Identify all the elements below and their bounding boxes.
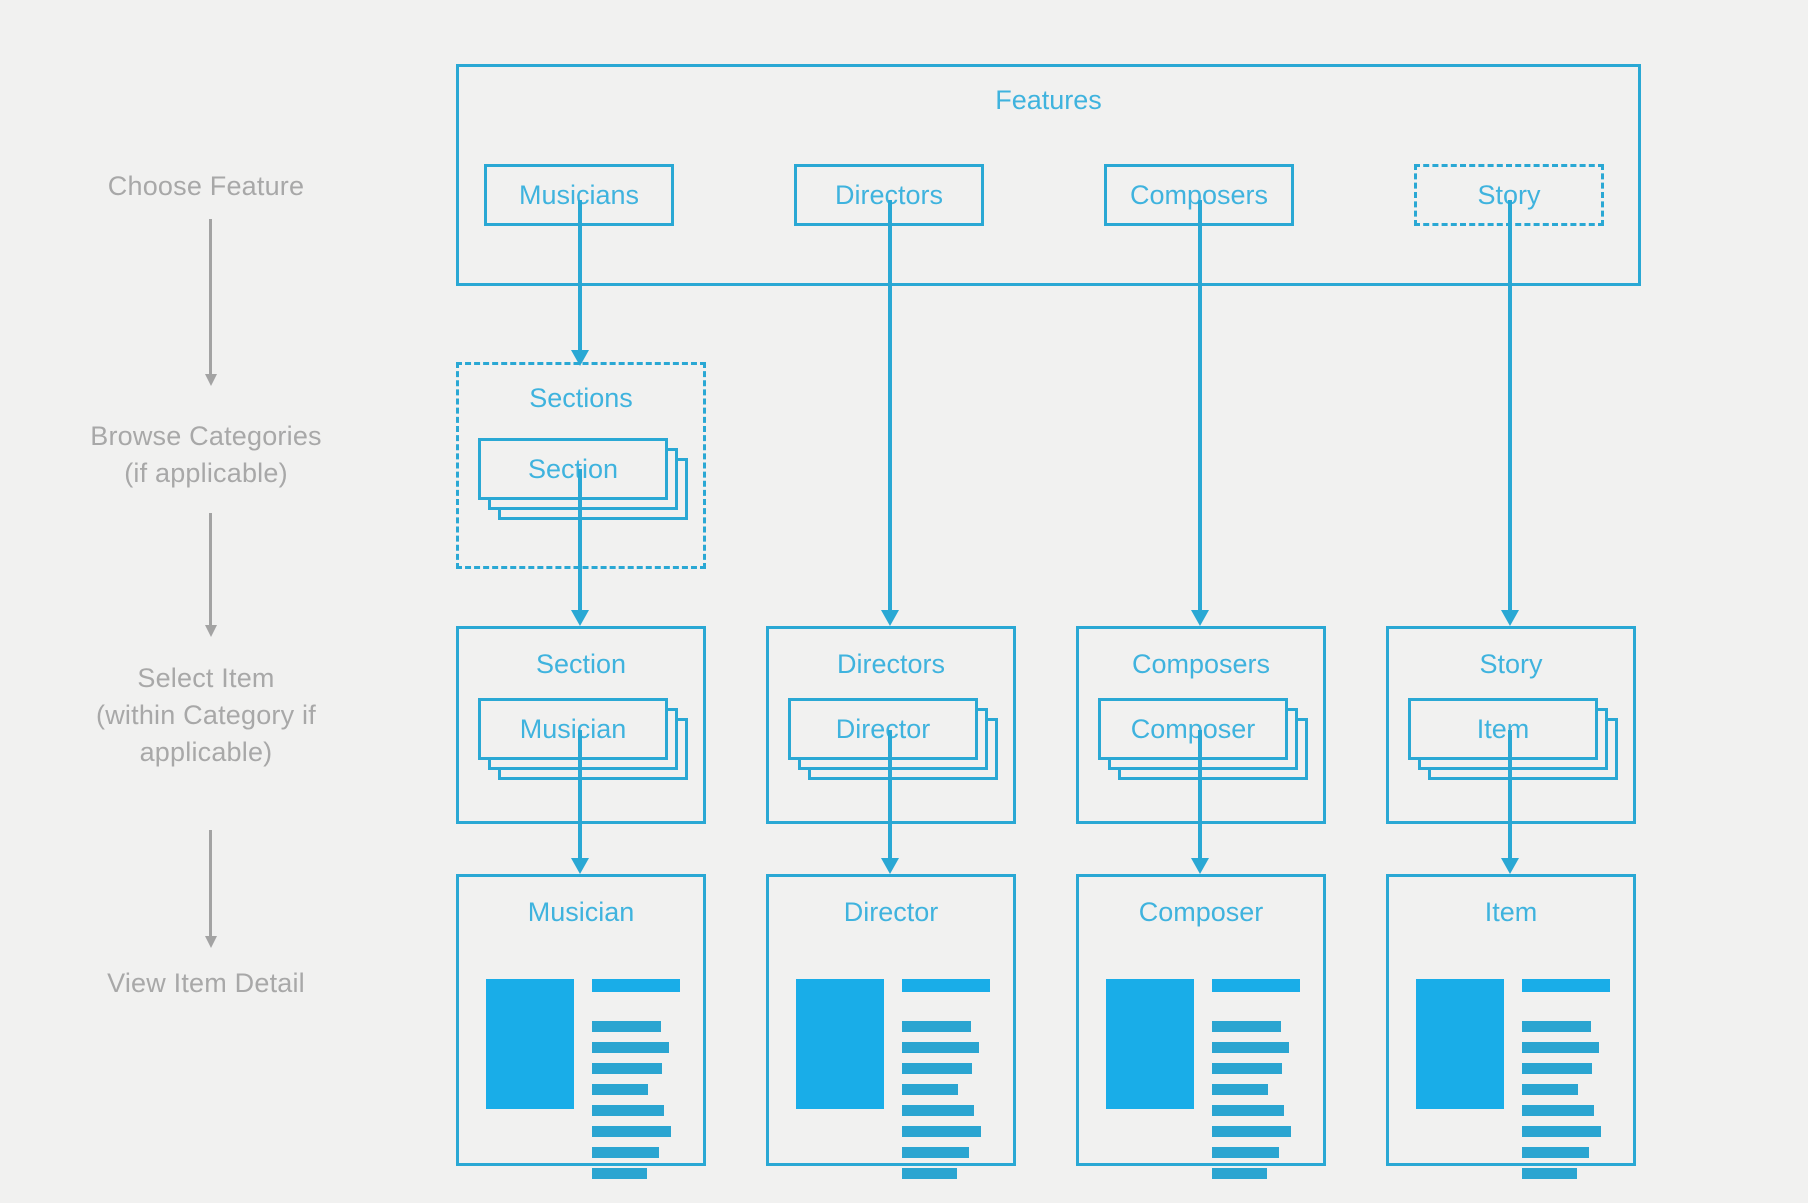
- detail-line: [902, 1147, 969, 1158]
- features-group-title: Features: [995, 85, 1102, 115]
- stack-card-label: Item: [1476, 713, 1530, 744]
- detail-card-composer[interactable]: Composer: [1076, 874, 1326, 1179]
- detail-line: [1212, 1105, 1285, 1116]
- connector-item-to-detail-4: [1508, 730, 1512, 858]
- detail-line: [1522, 1063, 1593, 1074]
- detail-thumbnail: [796, 979, 884, 1109]
- sections-group-title: Sections: [529, 383, 633, 413]
- stack-sheet-front[interactable]: Composer: [1098, 698, 1288, 760]
- stack-sheet-front[interactable]: Musician: [478, 698, 668, 760]
- item-group-title: Story: [1479, 649, 1543, 679]
- connector-musicians-to-sections: [578, 200, 582, 350]
- detail-line: [902, 1168, 957, 1179]
- detail-line: [902, 1105, 975, 1116]
- connector-arrowhead: [881, 610, 899, 626]
- detail-line: [1522, 1126, 1602, 1137]
- item-card-stack-composer[interactable]: Composer: [1098, 698, 1308, 798]
- item-card-stack-director[interactable]: Director: [788, 698, 998, 798]
- detail-line: [1522, 1105, 1595, 1116]
- item-group-title: Directors: [836, 649, 945, 679]
- detail-line: [592, 1126, 672, 1137]
- connector-sections-to-items: [578, 469, 582, 610]
- detail-line: [592, 1042, 670, 1053]
- stack-sheet-front[interactable]: Item: [1408, 698, 1598, 760]
- detail-line-title: [592, 979, 680, 992]
- connector-arrowhead: [571, 610, 589, 626]
- detail-thumbnail: [1416, 979, 1504, 1109]
- detail-line: [592, 1168, 647, 1179]
- sections-card-stack[interactable]: Section: [478, 438, 688, 538]
- detail-line: [1212, 1042, 1290, 1053]
- detail-line: [1212, 1063, 1283, 1074]
- detail-line-title: [902, 979, 990, 992]
- rail-step-view-item-detail: View Item Detail: [107, 968, 305, 998]
- item-card-stack-musician[interactable]: Musician: [478, 698, 688, 798]
- detail-line: [902, 1063, 973, 1074]
- detail-line: [902, 1021, 971, 1032]
- stack-sheet-front[interactable]: Section: [478, 438, 668, 500]
- detail-text-lines: [1212, 979, 1300, 1189]
- detail-line: [592, 1105, 665, 1116]
- connector-story-to-items: [1508, 200, 1512, 610]
- item-card-stack-item[interactable]: Item: [1408, 698, 1618, 798]
- connector-item-to-detail-2: [888, 730, 892, 858]
- detail-line: [1212, 1021, 1281, 1032]
- detail-text-lines: [1522, 979, 1610, 1189]
- detail-line: [1522, 1147, 1589, 1158]
- connector-item-to-detail-1: [578, 730, 582, 858]
- detail-card-musician[interactable]: Musician: [456, 874, 706, 1179]
- stack-sheet-front[interactable]: Director: [788, 698, 978, 760]
- detail-line: [1522, 1021, 1591, 1032]
- detail-line: [1212, 1084, 1269, 1095]
- detail-text-lines: [592, 979, 680, 1189]
- detail-card-title: Director: [843, 897, 939, 927]
- detail-text-lines: [902, 979, 990, 1189]
- connector-arrowhead: [1191, 858, 1209, 874]
- detail-line: [902, 1042, 980, 1053]
- detail-line: [1212, 1168, 1267, 1179]
- detail-line: [1522, 1084, 1579, 1095]
- stack-card-label: Section: [527, 453, 619, 484]
- detail-line: [1212, 1147, 1279, 1158]
- connector-item-to-detail-3: [1198, 730, 1202, 858]
- item-group-title: Composers: [1131, 649, 1271, 679]
- detail-line: [902, 1126, 982, 1137]
- detail-line-title: [1212, 979, 1300, 992]
- connector-arrowhead: [571, 858, 589, 874]
- detail-card-director[interactable]: Director: [766, 874, 1016, 1179]
- detail-line: [592, 1147, 659, 1158]
- detail-card-title: Composer: [1138, 897, 1264, 927]
- connector-arrowhead: [881, 858, 899, 874]
- connector-arrowhead: [1501, 610, 1519, 626]
- stack-card-label: Musician: [519, 713, 627, 744]
- detail-line: [592, 1021, 661, 1032]
- rail-step-choose-feature: Choose Feature: [107, 171, 305, 201]
- connector-directors-to-items: [888, 200, 892, 610]
- connector-arrowhead: [1501, 858, 1519, 874]
- stack-card-label: Composer: [1130, 713, 1256, 744]
- detail-card-title: Musician: [527, 897, 635, 927]
- detail-line-title: [1522, 979, 1610, 992]
- detail-thumbnail: [486, 979, 574, 1109]
- detail-line: [1212, 1126, 1292, 1137]
- rail-step-browse-categories: Browse Categories (if applicable): [90, 421, 322, 488]
- detail-line: [592, 1063, 663, 1074]
- detail-line: [1522, 1168, 1577, 1179]
- detail-card-item[interactable]: Item: [1386, 874, 1636, 1179]
- detail-line: [902, 1084, 959, 1095]
- detail-line: [1522, 1042, 1600, 1053]
- connector-composers-to-items: [1198, 200, 1202, 610]
- rail-step-select-item: Select Item (within Category if applicab…: [96, 663, 316, 767]
- item-group-title: Section: [535, 649, 627, 679]
- connector-arrowhead: [1191, 610, 1209, 626]
- stack-card-label: Director: [835, 713, 931, 744]
- features-group-box: Features: [456, 64, 1641, 286]
- detail-card-title: Item: [1484, 897, 1538, 927]
- detail-thumbnail: [1106, 979, 1194, 1109]
- detail-line: [592, 1084, 649, 1095]
